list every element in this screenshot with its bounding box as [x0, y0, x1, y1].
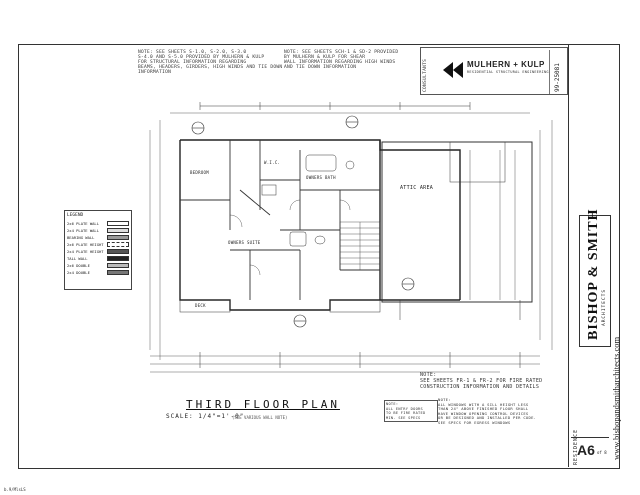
- consultant-box: CONSULTANTS MULHERN + KULP RESIDENTIAL S…: [420, 47, 568, 95]
- note-fire-rated: NOTE: SEE SHEETS FR-1 & FR-2 FOR FIRE RA…: [420, 372, 543, 390]
- plan-scale: SCALE: 1/4"=1'-0": [166, 413, 245, 420]
- legend-box: LEGEND 2x6 PLATE WALL 2x4 PLATE WALL BEA…: [64, 210, 132, 290]
- consultant-firm: MULHERN + KULP: [467, 60, 545, 69]
- corner-label: b.9/MlsLS: [4, 487, 26, 492]
- note-egress: NOTE: ALL WINDOWS WITH A SILL HEIGHT LES…: [438, 397, 537, 425]
- note-entry-doors: NOTE: ALL ENTRY DOORS TO BE FIRE RATED M…: [384, 400, 438, 422]
- sheet-of: of 8: [597, 450, 607, 455]
- sheet-number-box: A6 of 8: [571, 437, 609, 464]
- title-block: BISHOP & SMITH ARCHITECTS www.bishopands…: [568, 45, 621, 467]
- room-bedroom: BEDROOM: [190, 170, 209, 175]
- plan-title: THIRD FLOOR PLAN: [186, 398, 340, 411]
- room-attic-area: ATTIC AREA: [400, 185, 434, 191]
- legend-row: BEARING WALL: [65, 234, 131, 241]
- room-owners-bath: OWNERS BATH: [306, 175, 336, 180]
- legend-row: 2x6 PLATE WALL: [65, 220, 131, 227]
- legend-row: 2x4 DOUBLE: [65, 269, 131, 276]
- legend-row: 2x4 PLATE WALL: [65, 227, 131, 234]
- drawing-sheet: [18, 44, 620, 469]
- consultant-project-no: 99-25081: [549, 50, 568, 94]
- sheet-number: A6: [577, 442, 595, 458]
- mulhern-kulp-logo: [443, 62, 463, 78]
- legend-row: 2x4 PLATE HEIGHT: [65, 248, 131, 255]
- firm-logo-block: BISHOP & SMITH ARCHITECTS: [579, 209, 611, 347]
- legend-row: 2x6 PLATE HEIGHT: [65, 241, 131, 248]
- firm-website: www.bishopandsmitharchitects.com: [611, 336, 621, 460]
- consultant-subtitle: RESIDENTIAL STRUCTURAL ENGINEERING: [467, 70, 549, 74]
- room-owners-suite: OWNERS SUITE: [228, 240, 261, 245]
- legend-title: LEGEND: [67, 213, 84, 218]
- legend-row: 2x6 DOUBLE: [65, 262, 131, 269]
- room-wic: W.I.C.: [264, 160, 281, 165]
- note-structural: NOTE: SEE SHEETS S-1.0, S-2.0, S-3.0 S-4…: [138, 50, 283, 75]
- firm-sub: ARCHITECTS: [602, 288, 607, 326]
- room-deck: DECK: [195, 303, 206, 308]
- plan-scale-note: (SEE VARIOUS WALL NOTE): [232, 415, 288, 420]
- note-shear-wall: NOTE: SEE SHEETS SCH-1 & SD-2 PROVIDED B…: [284, 50, 399, 70]
- firm-name: BISHOP & SMITH: [586, 208, 601, 340]
- legend-row: TALL WALL: [65, 255, 131, 262]
